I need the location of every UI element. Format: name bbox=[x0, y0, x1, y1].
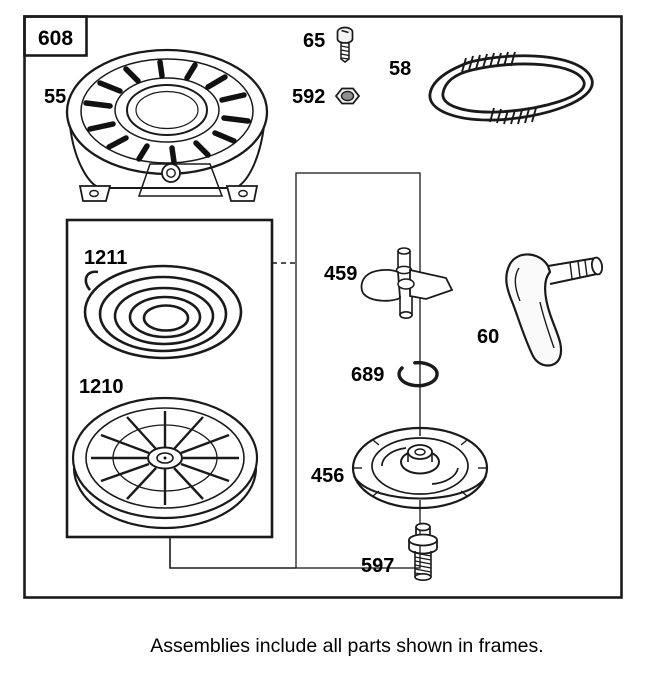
middle-assembly-frame bbox=[295, 172, 421, 569]
blower-housing-icon bbox=[65, 48, 269, 202]
screw-icon bbox=[336, 26, 354, 63]
starter-rope-icon bbox=[428, 51, 594, 125]
coil-hatch-bottom bbox=[489, 107, 537, 125]
frame-label-box bbox=[23, 15, 88, 57]
starter-pulley-icon bbox=[71, 396, 259, 530]
part-label-689: 689 bbox=[351, 364, 384, 386]
outer-assembly-frame bbox=[23, 15, 623, 599]
vent-slots bbox=[83, 59, 251, 165]
hex-nut-icon bbox=[334, 87, 361, 105]
pawl-icon bbox=[360, 247, 454, 319]
part-label-65: 65 bbox=[303, 30, 325, 52]
part-label-456: 456 bbox=[311, 465, 344, 487]
recoil-spring-icon bbox=[83, 264, 243, 360]
assembly-frame-number: 608 bbox=[38, 27, 73, 50]
part-label-1211: 1211 bbox=[84, 247, 127, 269]
assemblies-caption: Assemblies include all parts shown in fr… bbox=[150, 635, 543, 657]
shoulder-screw-icon bbox=[408, 522, 438, 581]
part-label-60: 60 bbox=[477, 326, 499, 348]
retaining-ring-icon bbox=[397, 360, 439, 388]
thread-lines bbox=[414, 552, 432, 577]
clutch-rim-ticks bbox=[353, 428, 487, 508]
frame-connector-line bbox=[169, 537, 296, 569]
coil-hatch-top bbox=[461, 51, 516, 73]
part-label-597: 597 bbox=[361, 555, 394, 577]
part-label-55: 55 bbox=[44, 86, 66, 108]
pulley-fins bbox=[91, 411, 239, 505]
part-label-58: 58 bbox=[389, 58, 411, 80]
part-label-459: 459 bbox=[324, 263, 357, 285]
starter-handle-icon bbox=[505, 253, 604, 367]
part-label-592: 592 bbox=[292, 86, 325, 108]
part-label-1210: 1210 bbox=[79, 376, 124, 398]
starter-clutch-icon bbox=[351, 426, 489, 510]
